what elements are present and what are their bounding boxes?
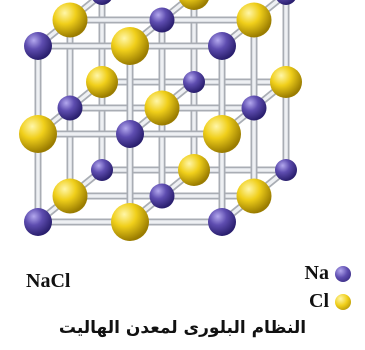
legend-cl: Cl [309, 290, 351, 313]
na-atom [116, 120, 144, 148]
na-atom [24, 32, 52, 60]
na-atom [208, 208, 236, 236]
cl-atom [179, 0, 209, 10]
atom-layer [19, 0, 302, 241]
legend-na: Na [305, 262, 351, 285]
cl-atom [236, 2, 272, 38]
na-atom [149, 183, 175, 209]
cl-atom [236, 178, 272, 214]
na-atom [57, 95, 83, 121]
cl-atom [52, 178, 88, 214]
na-atom [183, 71, 205, 93]
cl-atom [19, 115, 57, 153]
na-atom [276, 0, 296, 5]
na-atom [208, 32, 236, 60]
na-atom [91, 159, 113, 181]
cl-atom [203, 115, 241, 153]
na-atom [92, 0, 112, 5]
na-atom [241, 95, 267, 121]
legend-cl-symbol: Cl [309, 290, 329, 312]
cl-atom [86, 66, 118, 98]
cl-atom [111, 27, 149, 65]
cl-atom [144, 90, 180, 126]
cl-atom [270, 66, 302, 98]
cl-dot-icon [335, 293, 351, 310]
na-atom [149, 7, 175, 33]
cl-atom [52, 2, 88, 38]
cl-atom [178, 154, 210, 186]
na-atom [24, 208, 52, 236]
cl-atom [111, 203, 149, 241]
caption: النظام البلورى لمعدن الهاليت [58, 318, 307, 338]
na-atom [275, 159, 297, 181]
legend-na-symbol: Na [304, 262, 329, 284]
formula-label: NaCl [26, 270, 71, 292]
na-dot-icon [335, 265, 351, 282]
